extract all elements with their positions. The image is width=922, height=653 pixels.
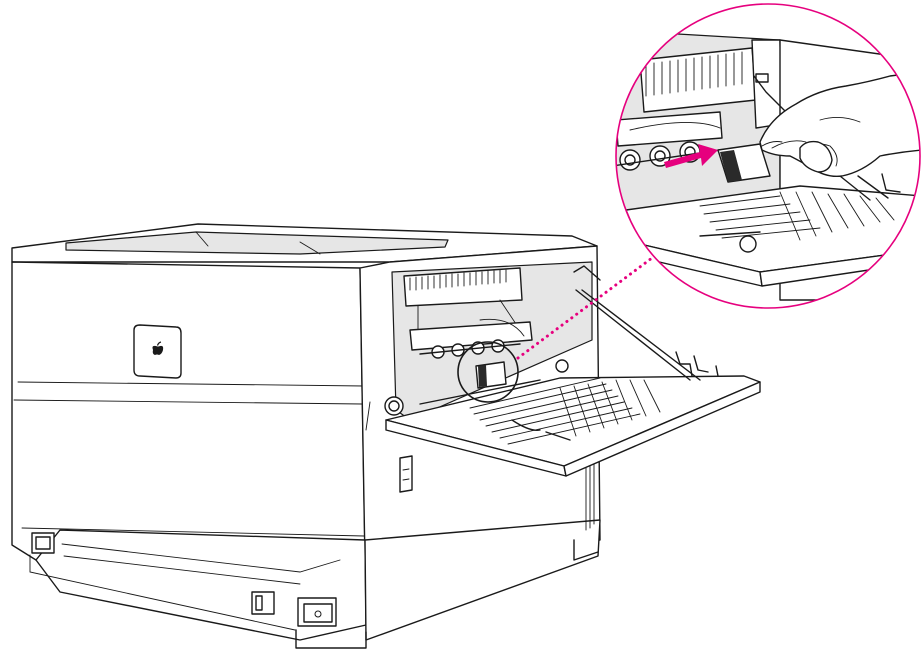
fuser-ribs bbox=[409, 269, 507, 291]
direction-arrow-icon bbox=[664, 144, 718, 168]
open-rear-door bbox=[385, 265, 761, 477]
hand-icon bbox=[759, 71, 920, 178]
printer-interior bbox=[384, 261, 593, 421]
side-latch bbox=[399, 455, 413, 493]
callout-fuser-ribs bbox=[645, 51, 743, 97]
callout-magnifier-circle bbox=[615, 3, 921, 309]
guide-ribs bbox=[469, 377, 661, 445]
power-switch bbox=[251, 591, 337, 627]
apple-logo-badge bbox=[133, 324, 182, 379]
highlight-circle-icon bbox=[457, 341, 519, 403]
callout-detail bbox=[616, 4, 920, 308]
callout-leader-line bbox=[516, 250, 662, 360]
callout-guide-ribs bbox=[699, 191, 895, 241]
apple-logo-icon bbox=[152, 341, 164, 355]
